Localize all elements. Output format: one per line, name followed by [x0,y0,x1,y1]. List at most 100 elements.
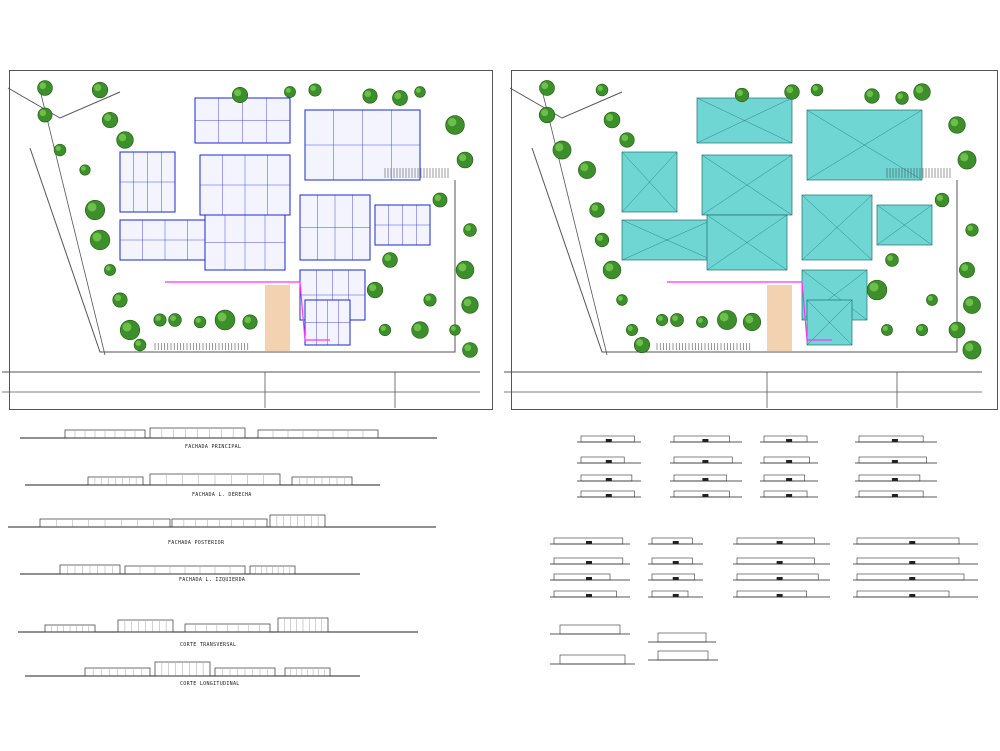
roof-ridge [621,219,713,261]
tree-highlight [961,264,969,272]
tree-highlight [459,154,467,162]
tree-highlight [458,263,467,272]
door-mark [891,460,898,463]
label-cross-section: CORTE TRANSVERSAL [180,642,237,648]
road-line [531,147,958,353]
tree-highlight [719,312,729,322]
tree-highlight [94,84,102,92]
small-elevation-block [736,557,815,565]
road-line [541,89,608,356]
door-mark [776,577,783,580]
door-mark [605,460,612,463]
tree-highlight [745,315,754,324]
tree-highlight [55,145,61,151]
tree-highlight [882,325,888,331]
roof-plan-drawing [504,80,982,408]
small-elevation-block [559,654,626,665]
small-elevation-block [673,490,730,498]
tree-highlight [965,343,974,352]
tree-highlight [786,86,794,94]
tree-highlight [434,194,442,202]
small-elevation-block [657,650,709,661]
small-elevation-block [651,590,689,598]
tree-highlight [541,82,549,90]
door-mark [776,561,783,564]
tree-highlight [465,225,471,231]
tree-highlight [104,114,112,122]
elevations-drawing [8,427,437,677]
tree-highlight [555,143,564,152]
tree-highlight [415,87,421,93]
label-left-elevation: FACHADA L. IZQUIERDA [179,577,246,583]
tree-highlight [541,109,549,117]
floor-plan-drawing [2,80,480,408]
door-mark [586,577,592,580]
small-elevation-block [657,632,707,643]
tree-highlight [915,85,924,94]
small-elevation-block [856,537,960,545]
tree-highlight [39,109,47,117]
small-elevation-block [856,557,960,565]
tree-highlight [413,323,422,332]
small-elevation-block [553,573,611,581]
tree-highlight [155,315,161,321]
tree-highlight [927,295,933,301]
tree-highlight [394,92,402,100]
door-mark [702,439,709,442]
road-line [39,89,106,356]
label-front-elevation: FACHADA PRINCIPAL [185,444,242,450]
roof-ridge [876,204,933,246]
tree-highlight [364,90,372,98]
door-mark [786,460,793,463]
tree-highlight [950,118,959,127]
door-mark [672,594,679,597]
door-mark [605,494,612,497]
tree-highlight [380,325,386,331]
door-mark [776,594,783,597]
tree-highlight [621,134,629,142]
paving-area [265,285,290,351]
label-right-elevation: FACHADA L. DERECHA [192,492,252,498]
tree-highlight [866,90,874,98]
tree-highlight [369,284,377,292]
road-line [509,87,623,119]
tree-highlight [234,89,242,97]
label-long-section: CORTE LONGITUDINAL [180,681,240,687]
door-mark [702,460,709,463]
door-mark [891,439,898,442]
small-elevation-block [858,490,924,498]
tree-highlight [87,202,97,212]
label-rear-elevation: FACHADA POSTERIOR [168,540,225,546]
tree-highlight [463,298,472,307]
small-elevation-block [736,590,807,598]
small-elevation-block [763,474,806,482]
tree-highlight [217,312,227,322]
tree-highlight [310,85,316,91]
small-elevation-block [858,435,924,443]
roof-ridge [696,97,793,144]
small-elevation-block [559,624,621,635]
tree-highlight [606,114,614,122]
tree-highlight [869,282,879,292]
roof-ridge [806,109,923,181]
access-path [667,281,832,341]
small-elevation-block [673,474,727,482]
door-mark [586,594,592,597]
tree-highlight [697,317,703,323]
tree-highlight [605,263,614,272]
tree-highlight [39,82,47,90]
door-mark [891,478,898,481]
door-mark [672,541,679,544]
door-mark [786,478,793,481]
small-elevation-block [580,456,625,464]
small-elevation-block [553,590,617,598]
tree-highlight [384,254,392,262]
small-elevation-block [651,537,693,545]
small-elevation-block [673,435,730,443]
door-mark [672,561,679,564]
small-elevation-block [763,490,808,498]
door-mark [786,439,793,442]
door-mark [909,541,916,544]
tree-highlight [596,234,604,242]
